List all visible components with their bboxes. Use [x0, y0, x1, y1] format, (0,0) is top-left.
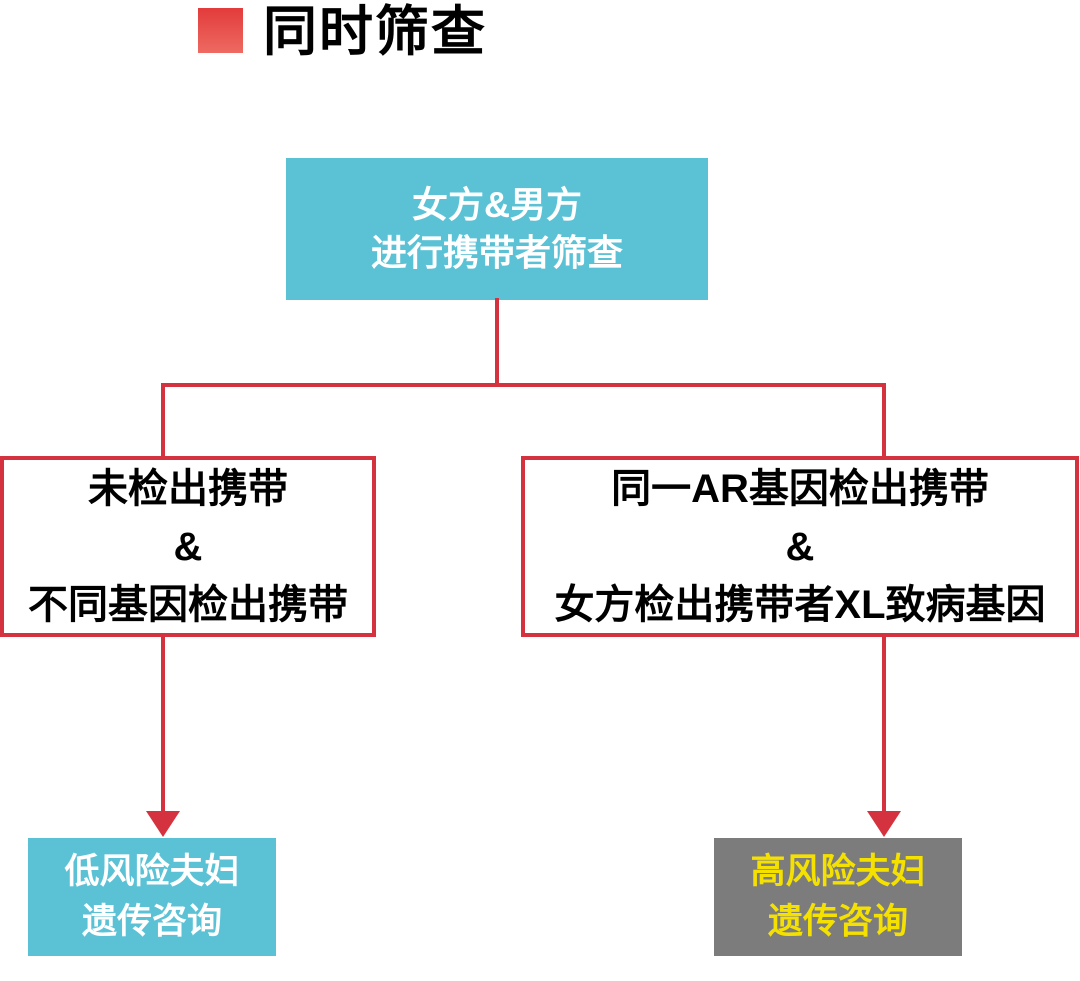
arrow-line-left	[161, 635, 165, 813]
connector-horizontal	[161, 383, 886, 387]
node-condition-right-line1: 同一AR基因检出携带	[611, 466, 989, 511]
node-result-right-line1: 高风险夫妇	[750, 852, 926, 892]
node-result-left-line1: 低风险夫妇	[64, 852, 240, 892]
node-result-right-line2: 遗传咨询	[767, 902, 908, 941]
node-result-left-line2: 遗传咨询	[81, 902, 222, 941]
node-condition-low-risk: 未检出携带 & 不同基因检出携带	[0, 456, 376, 637]
node-result-low-risk: 低风险夫妇 遗传咨询	[28, 838, 276, 956]
page-title: 同时筛查	[263, 2, 487, 62]
arrow-line-right	[882, 635, 886, 813]
arrowhead-left-icon	[146, 811, 180, 837]
node-condition-right-line3: 女方检出携带者XL致病基因	[554, 582, 1046, 627]
section-marker-icon	[198, 8, 243, 53]
connector-drop-right	[882, 383, 886, 458]
node-condition-left-line1: 未检出携带	[88, 466, 288, 511]
node-condition-high-risk: 同一AR基因检出携带 & 女方检出携带者XL致病基因	[521, 456, 1079, 637]
node-condition-left-line3: 不同基因检出携带	[28, 582, 348, 627]
connector-drop-left	[161, 383, 165, 458]
node-root-line1: 女方&男方	[412, 184, 582, 226]
node-condition-left-line2: &	[173, 524, 203, 569]
node-root-line2: 进行携带者筛查	[370, 232, 623, 273]
node-result-high-risk: 高风险夫妇 遗传咨询	[714, 838, 962, 956]
connector-stem	[495, 298, 499, 387]
arrowhead-right-icon	[867, 811, 901, 837]
node-condition-right-line2: &	[785, 524, 815, 569]
node-root-screening: 女方&男方 进行携带者筛查	[286, 158, 708, 300]
title-row: 同时筛查	[198, 0, 487, 64]
